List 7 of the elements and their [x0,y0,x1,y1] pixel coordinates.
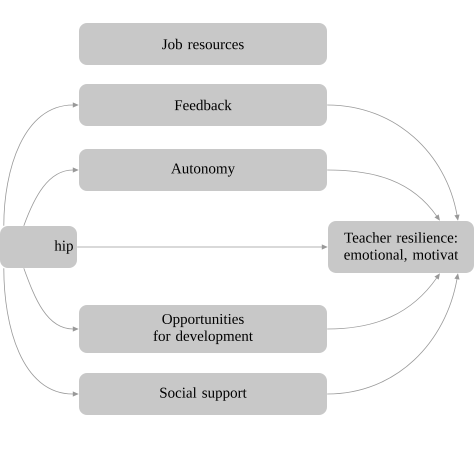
process-box: Social support [79,373,327,415]
process-box: Opportunities for development [79,305,327,353]
process-box: Feedback [79,84,327,126]
process-box: Job resources [79,23,327,65]
process-box: hip [0,226,77,268]
process-box: Autonomy [79,149,327,191]
process-box: Teacher resilience: emotional, motivat [328,221,474,273]
